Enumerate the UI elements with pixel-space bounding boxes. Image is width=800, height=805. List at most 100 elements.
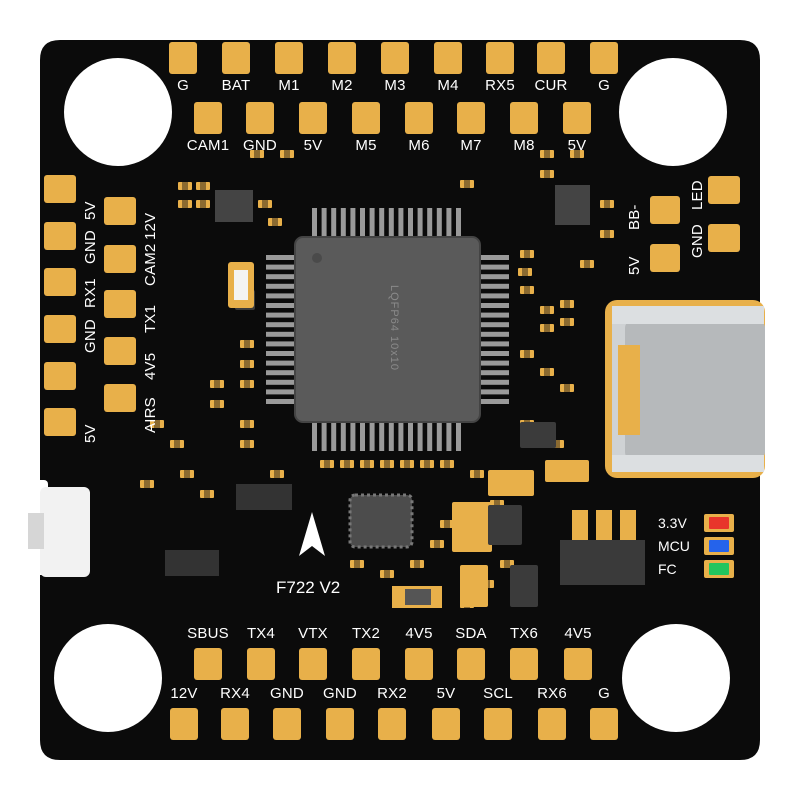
smd-cap-body-25 — [324, 460, 330, 468]
label-led-2: FC — [658, 561, 677, 577]
smd-cap-body-5 — [272, 218, 278, 226]
label-top-4: M3 — [384, 77, 406, 94]
pad-bottom-upper-4 — [405, 648, 433, 680]
smd-cap-body-55 — [544, 150, 550, 158]
mcu-pin-left-9 — [266, 341, 294, 347]
mcu-pin-top-0 — [312, 208, 317, 236]
pad-bottom-lower-5 — [432, 708, 460, 740]
label-bottom-lower-7: RX6 — [537, 685, 567, 702]
label-left-inner-2: TX1 — [142, 304, 159, 333]
label-bottom-lower-0: 12V — [170, 685, 198, 702]
mcu-pin-right-3 — [481, 283, 509, 289]
pad-left-inner-4 — [104, 384, 136, 412]
label-left-outer-0: 5V — [82, 201, 99, 220]
pad-bottom-upper-7 — [564, 648, 592, 680]
smd-cap-body-58 — [204, 490, 210, 498]
smd-cap-body-12 — [544, 324, 550, 332]
mcu-pin-top-5 — [360, 208, 365, 236]
pad-left-inner-3 — [104, 337, 136, 365]
mcu-pins — [266, 208, 509, 451]
label-left-inner-3: 4V5 — [142, 352, 159, 380]
pad-left-inner-2 — [104, 290, 136, 318]
smd-cap-body-42 — [414, 560, 420, 568]
mcu-pin-top-2 — [331, 208, 337, 236]
smd-cap-body-0 — [182, 182, 188, 190]
mcu-pin-bottom-11 — [417, 423, 423, 451]
mcu-pin-bottom-1 — [321, 423, 327, 451]
mcu-pin-left-4 — [266, 293, 294, 299]
smd-cap-body-59 — [144, 480, 150, 488]
mcu-pin-left-14 — [266, 389, 294, 395]
smd-part-0 — [488, 470, 534, 496]
mcu-pin-bottom-0 — [312, 423, 317, 451]
mcu-pin-right-8 — [481, 331, 509, 337]
smd-cap-body-33 — [494, 500, 500, 508]
label-bb: BB- — [626, 204, 643, 230]
led-0 — [709, 517, 729, 529]
smd-cap-body-26 — [344, 460, 350, 468]
smd-cap-body-11 — [544, 306, 550, 314]
mcu-pin-right-12 — [481, 370, 509, 376]
label-bottom-upper-1: TX4 — [246, 625, 276, 642]
label-bottom-upper-6: TX6 — [509, 625, 539, 642]
mcu-pin-left-11 — [266, 360, 294, 366]
smd-cap-body-30 — [424, 460, 430, 468]
led-1 — [709, 540, 729, 552]
label-5v-right: 5V — [626, 256, 643, 275]
smd-cap-body-4 — [262, 200, 268, 208]
mcu-pin-left-13 — [266, 379, 294, 385]
smd-cap-body-9 — [522, 268, 528, 276]
mount-hole-br — [622, 624, 730, 732]
smd-cap-body-14 — [564, 318, 570, 326]
pad-right-bb — [650, 196, 680, 224]
pad-left-outer-5 — [44, 408, 76, 436]
mcu-pin-right-15 — [481, 399, 509, 404]
smd-cap-body-16 — [544, 368, 550, 376]
pad-right-led — [708, 176, 740, 204]
mcu-pin-left-12 — [266, 370, 294, 376]
label-left-outer-1: GND — [82, 230, 99, 264]
pad-bottom-lower-1 — [221, 708, 249, 740]
mcu-pin-bottom-10 — [408, 423, 413, 451]
mount-hole-bl — [54, 624, 162, 732]
mcu-pin-left-10 — [266, 351, 294, 356]
smd-cap-body-48 — [154, 420, 160, 428]
smd-cap-body-20 — [244, 380, 250, 388]
mcu-pin-bottom-13 — [436, 423, 442, 451]
pad-second-0 — [194, 102, 222, 134]
label-left-outer-2: RX1 — [82, 278, 99, 308]
mcu-pin-right-2 — [481, 274, 509, 280]
label-top-8: G — [598, 77, 610, 94]
voltage-regulator — [560, 510, 645, 585]
label-bottom-lower-8: G — [598, 685, 610, 702]
smd-cap-body-19 — [244, 360, 250, 368]
pad-top-2 — [275, 42, 303, 74]
pad-second-6 — [510, 102, 538, 134]
boot-button — [28, 487, 90, 577]
pad-bottom-upper-5 — [457, 648, 485, 680]
smd-cap-body-41 — [384, 570, 390, 578]
sot-chip-1 — [236, 484, 292, 510]
smd-cap-body-52 — [584, 260, 590, 268]
smd-components — [140, 150, 614, 608]
label-bottom-lower-5: 5V — [436, 685, 456, 702]
pad-top-0 — [169, 42, 197, 74]
mcu-marking: LQFP64 10x10 — [388, 285, 400, 371]
mcu-pin-bottom-2 — [331, 423, 337, 451]
smd-cap-body-6 — [464, 180, 470, 188]
pad-top-4 — [381, 42, 409, 74]
mcu-pin-top-7 — [379, 208, 385, 236]
smd-cap-body-18 — [244, 340, 250, 348]
mcu-pin-top-6 — [369, 208, 375, 236]
smd-cap-body-13 — [564, 300, 570, 308]
label-left-inner-4: AIRS — [142, 397, 159, 433]
mcu-pin-top-12 — [427, 208, 433, 236]
pad-second-4 — [405, 102, 433, 134]
mcu-pin-top-1 — [321, 208, 327, 236]
mcu-pin-right-4 — [481, 293, 509, 299]
mcu-pin-top-14 — [446, 208, 452, 236]
left-pads — [44, 175, 136, 436]
mcu-pin-right-7 — [481, 322, 509, 328]
mcu-pin-right-13 — [481, 379, 509, 385]
